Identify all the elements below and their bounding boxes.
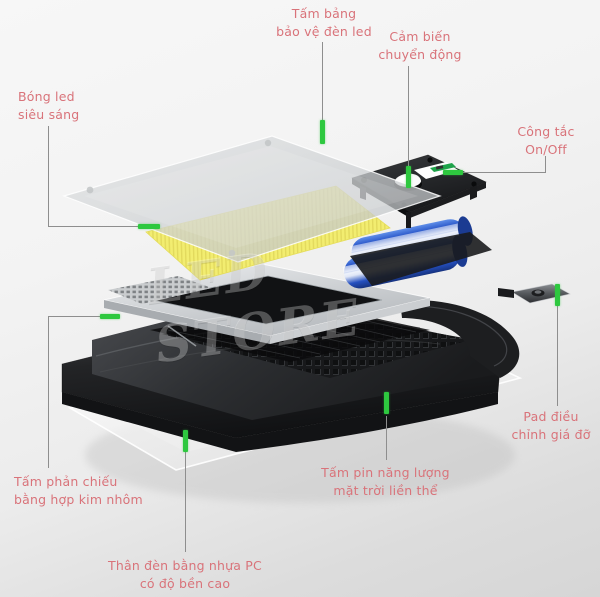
marker-led-bulb xyxy=(138,224,160,229)
leader-switch-horizontal xyxy=(462,172,546,173)
callout-motion-sensor: Cảm biến chuyển động xyxy=(378,29,462,63)
switch-board xyxy=(414,162,458,179)
marker-solar-panel xyxy=(384,392,389,414)
leader-led-bulb-vertical xyxy=(48,126,49,226)
callout-bracket-adjust-pad: Pad điều chỉnh giá đỡ xyxy=(511,409,591,443)
callout-led-bulb: Bóng led siêu sáng xyxy=(18,89,80,123)
leader-mount-pad xyxy=(557,302,558,406)
callout-on-off-switch: Công tắc On/Off xyxy=(517,124,575,158)
leader-reflector-horizontal xyxy=(48,316,102,317)
marker-motion-sensor xyxy=(406,166,411,188)
callout-integrated-solar-panel: Tấm pin năng lượng mặt trời liền thể xyxy=(321,465,450,499)
leader-switch-vertical xyxy=(545,156,546,172)
marker-housing xyxy=(183,430,188,452)
leader-housing xyxy=(185,452,186,552)
leader-cover-panel xyxy=(322,42,323,122)
marker-reflector xyxy=(100,314,120,319)
callout-pc-plastic-body: Thân đèn bằng nhựa PC có độ bền cao xyxy=(108,558,262,592)
leader-led-bulb-horizontal xyxy=(48,226,140,227)
component-batteries xyxy=(342,216,492,289)
leader-solar-panel xyxy=(386,416,387,460)
component-housing xyxy=(61,299,520,452)
leader-reflector-vertical xyxy=(48,316,49,468)
marker-switch xyxy=(443,170,463,175)
component-cover-panel xyxy=(62,135,442,263)
marker-cover-panel xyxy=(320,120,325,144)
callout-aluminium-reflector: Tấm phản chiếu bằng hợp kim nhôm xyxy=(14,474,143,508)
callout-led-protection-panel: Tấm bảng bảo vệ đèn led xyxy=(276,6,372,40)
marker-mount-pad xyxy=(555,284,560,306)
leader-motion-sensor xyxy=(408,66,409,170)
